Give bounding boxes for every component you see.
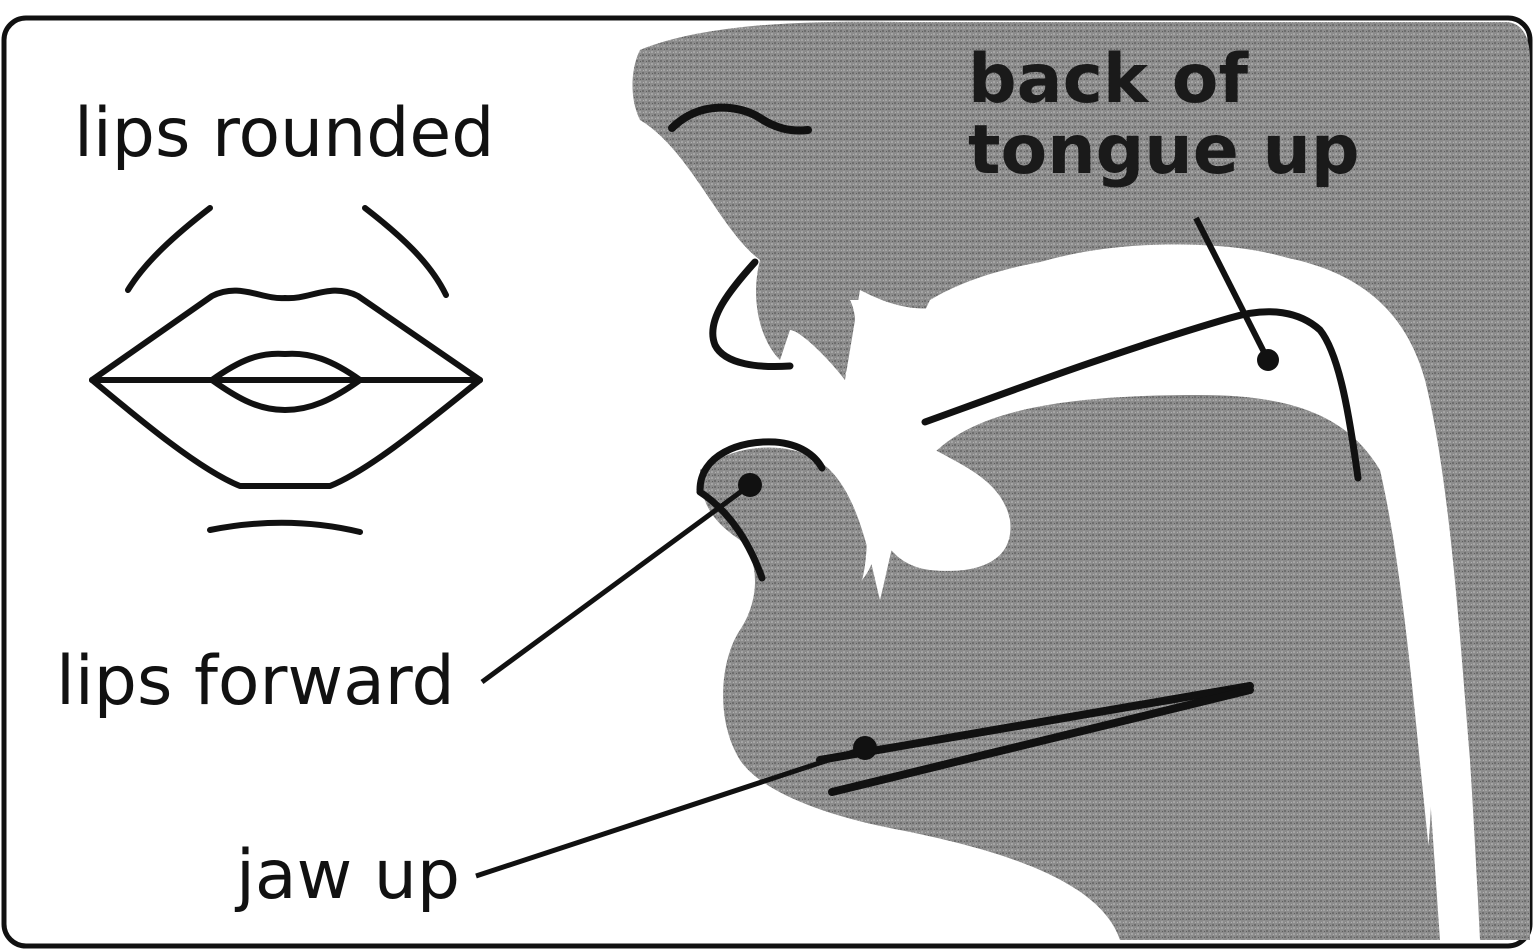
label-back-of-tongue-up: back of tongue up bbox=[968, 44, 1360, 187]
pointer-lips-dot bbox=[738, 473, 762, 497]
pointer-tongue-dot bbox=[1257, 349, 1279, 371]
label-lips-rounded: lips rounded bbox=[74, 100, 494, 168]
label-jaw-up: jaw up bbox=[236, 842, 460, 910]
pointer-jaw-dot bbox=[853, 736, 877, 760]
label-lips-forward: lips forward bbox=[56, 648, 455, 716]
